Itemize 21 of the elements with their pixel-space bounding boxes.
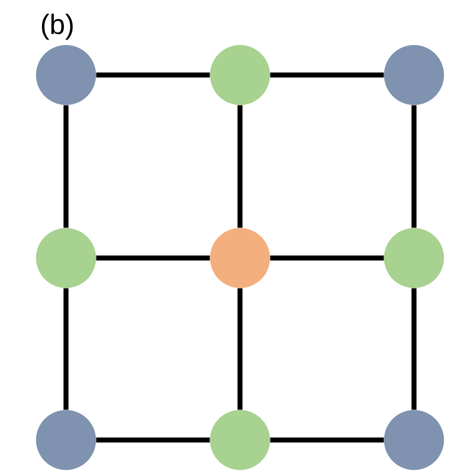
corner-node	[36, 45, 96, 105]
center-node	[210, 228, 270, 288]
connector-line	[270, 256, 384, 260]
connector-line	[64, 288, 68, 410]
connector-line	[238, 105, 242, 228]
edge-node	[210, 410, 270, 470]
corner-node	[384, 45, 444, 105]
connector-line	[96, 72, 210, 78]
connector-line	[412, 105, 416, 228]
edge-node	[36, 228, 96, 288]
connector-line	[412, 288, 416, 410]
connector-line	[96, 438, 210, 442]
corner-node	[384, 410, 444, 470]
connector-line	[270, 438, 384, 442]
corner-node	[36, 410, 96, 470]
connector-line	[64, 105, 68, 228]
edge-node	[384, 228, 444, 288]
connector-line	[96, 256, 210, 260]
connector-line	[238, 288, 242, 410]
connector-line	[270, 72, 384, 78]
edge-node	[210, 45, 270, 105]
